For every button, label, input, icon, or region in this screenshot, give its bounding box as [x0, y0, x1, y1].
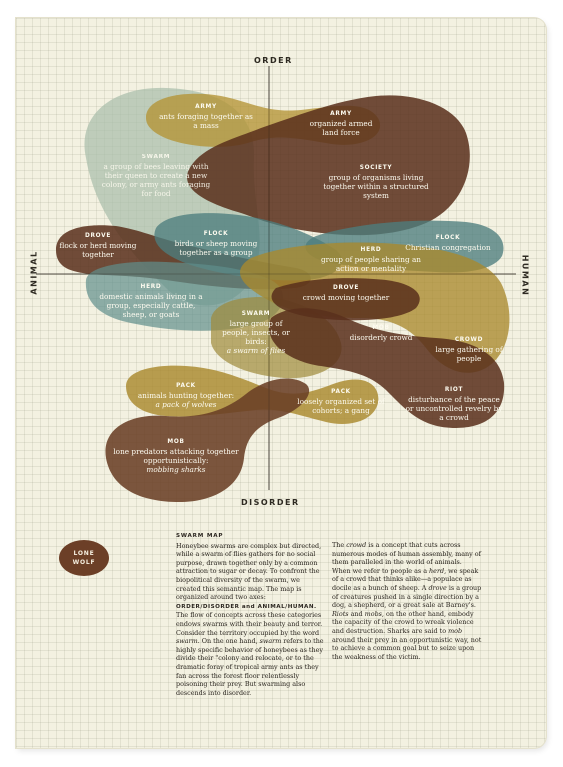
- axis-label-human: HUMAN: [520, 254, 530, 297]
- blob-society: [187, 95, 470, 236]
- section-heading: SWARM MAP: [176, 533, 224, 539]
- axis-label-animal: ANIMAL: [29, 250, 39, 295]
- lone-wolf-line1: LONE: [73, 550, 95, 557]
- swarm-map-diagram: [36, 66, 516, 503]
- body-column-left: SWARM MAP Honeybee swarms are complex bu…: [176, 532, 326, 697]
- axis-label-disorder: DISORDER: [241, 498, 300, 507]
- lone-wolf-badge: LONE WOLF: [59, 540, 109, 576]
- paragraph-left: Honeybee swarms are complex but directed…: [176, 541, 324, 697]
- axis-label-order: ORDER: [254, 56, 293, 65]
- paragraph-right: The crowd is a concept that cuts across …: [332, 541, 482, 661]
- lone-wolf-line2: WOLF: [72, 559, 96, 566]
- blob-mob-human: [269, 308, 505, 428]
- blob-mob-animal: [105, 378, 310, 503]
- body-column-right: The crowd is a concept that cuts across …: [332, 541, 482, 661]
